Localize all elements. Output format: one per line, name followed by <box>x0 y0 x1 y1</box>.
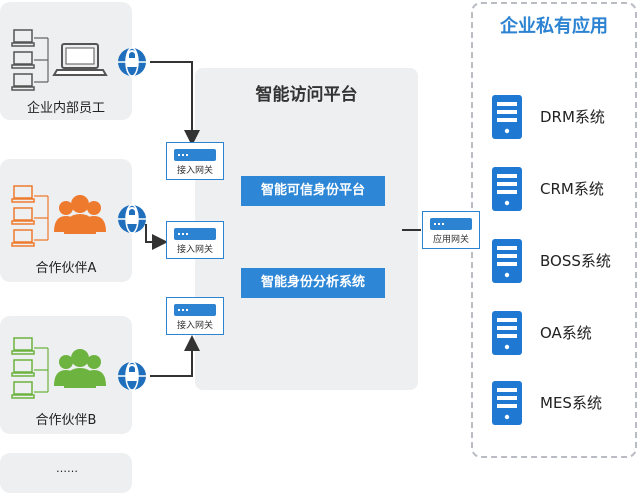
server-icon <box>490 380 524 426</box>
gateway-icon <box>174 304 216 316</box>
system-label: MES系统 <box>540 394 602 412</box>
globe-lock-icon <box>118 47 146 77</box>
platform-title: 智能访问平台 <box>255 85 358 105</box>
access-gateway-2: 接入网关 <box>166 221 224 259</box>
platform-panel <box>195 68 418 390</box>
globe-lock-icon <box>118 361 146 391</box>
server-icon <box>490 94 524 140</box>
access-gateway-1: 接入网关 <box>166 142 224 180</box>
private-apps-title: 企业私有应用 <box>500 16 608 37</box>
identity-analysis-box: 智能身份分析系统 <box>241 268 385 298</box>
desktop-icon <box>11 29 35 91</box>
employees-label: 企业内部员工 <box>26 101 105 116</box>
gateway-label: 接入网关 <box>176 245 213 255</box>
server-icon <box>490 310 524 356</box>
system-label: OA系统 <box>540 324 592 342</box>
partner-a-label: 合作伙伴A <box>35 261 97 276</box>
gateway-icon <box>430 218 472 230</box>
system-label: CRM系统 <box>540 180 604 198</box>
application-gateway: 应用网关 <box>422 211 480 249</box>
people-icon <box>54 349 106 388</box>
gateway-label: 应用网关 <box>432 235 469 245</box>
gateway-label: 接入网关 <box>176 166 213 176</box>
trusted-identity-box: 智能可信身份平台 <box>241 176 385 206</box>
server-icon <box>490 166 524 212</box>
gateway-icon <box>174 228 216 240</box>
people-icon <box>54 195 106 234</box>
access-gateway-3: 接入网关 <box>166 297 224 335</box>
system-label: BOSS系统 <box>540 252 611 270</box>
more-label: …… <box>56 462 78 475</box>
globe-lock-icon <box>118 204 146 234</box>
system-label: DRM系统 <box>540 108 605 126</box>
laptop-icon <box>53 43 107 76</box>
partner-b-label: 合作伙伴B <box>35 413 97 428</box>
server-icon <box>490 238 524 284</box>
gateway-icon <box>174 149 216 161</box>
gateway-label: 接入网关 <box>176 321 213 331</box>
